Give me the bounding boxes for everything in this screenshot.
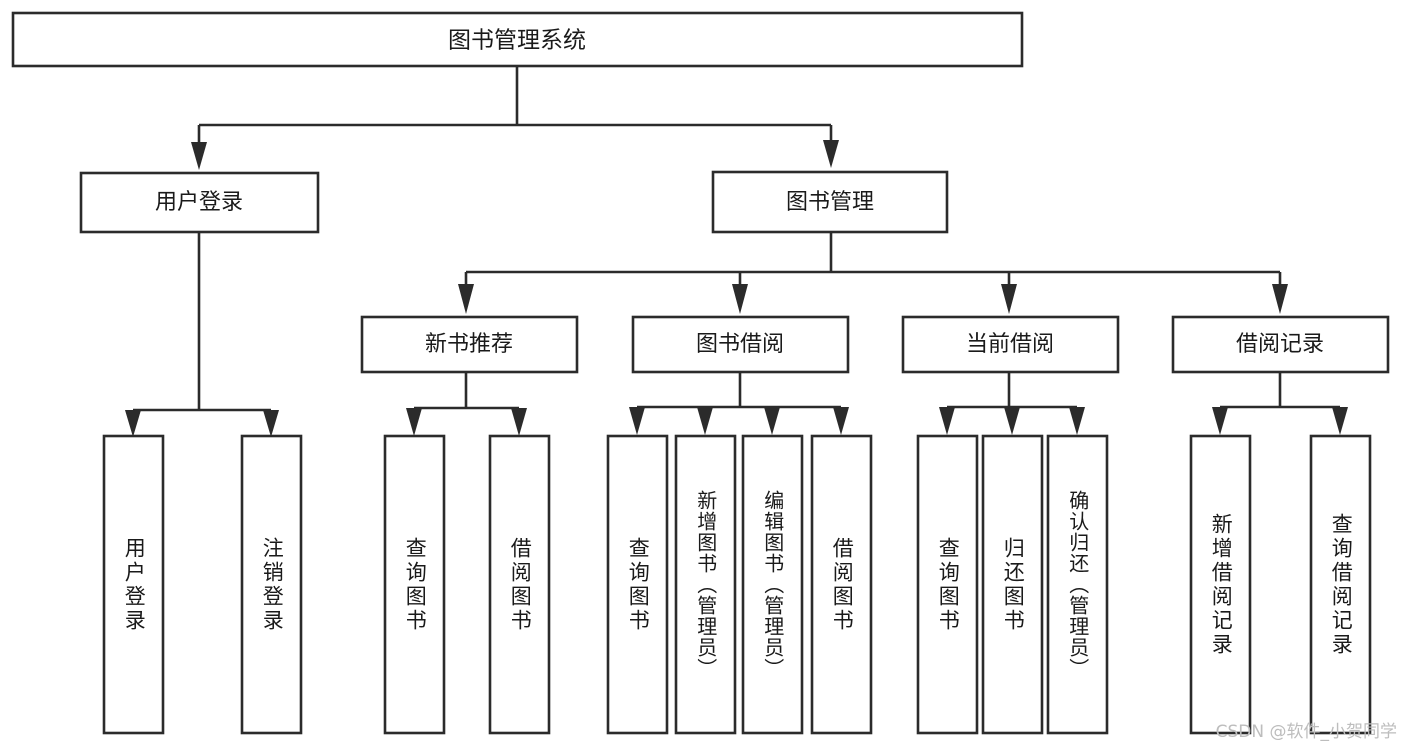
arrow-leaf-query-record <box>1332 407 1348 435</box>
leaf-label-confirm-return[interactable]: 确认归还（管理员） <box>1048 436 1107 733</box>
leaf-box-query-book-2[interactable] <box>606 434 669 735</box>
leaf-text-return-book: 归还图书 <box>1001 536 1026 633</box>
node-current-borrow[interactable]: 当前借阅 <box>901 315 1120 374</box>
leaf-text-query-record: 查询借阅记录 <box>1329 512 1354 657</box>
leaf-box-borrow-book-2[interactable] <box>810 434 873 735</box>
leaf-text-add-book: 新增图书（管理员） <box>693 490 718 679</box>
arrow-leaf-add-book <box>697 407 713 435</box>
leaf-box-confirm-return[interactable] <box>1046 434 1109 735</box>
leaf-box-edit-book[interactable] <box>741 434 804 735</box>
leaf-box-add-book[interactable] <box>674 434 737 735</box>
arrow-book-management <box>823 140 839 168</box>
arrow-borrow-record <box>1272 284 1288 314</box>
node-root[interactable]: 图书管理系统 <box>11 11 1024 68</box>
leaf-text-borrow-book-1: 借阅图书 <box>508 536 533 633</box>
arrow-new-book-recommend <box>458 284 474 314</box>
leaf-box-query-book-3[interactable] <box>916 434 979 735</box>
arrow-leaf-user-logout <box>263 410 279 437</box>
arrow-leaf-query-book-1 <box>406 408 422 436</box>
leaf-text-confirm-return: 确认归还（管理员） <box>1065 490 1090 679</box>
new-book-recommend-label: 新书推荐 <box>425 332 513 357</box>
leaf-label-user-login[interactable]: 用户登录 <box>104 436 163 733</box>
user-login-label: 用户登录 <box>155 190 243 215</box>
leaf-box-add-record[interactable] <box>1189 434 1252 735</box>
leaf-box-user-login[interactable] <box>102 434 165 735</box>
current-borrow-label: 当前借阅 <box>966 332 1054 357</box>
leaf-label-add-book[interactable]: 新增图书（管理员） <box>676 436 735 733</box>
arrow-leaf-add-record <box>1212 407 1228 435</box>
root-label: 图书管理系统 <box>448 28 586 54</box>
leaf-label-borrow-book-2[interactable]: 借阅图书 <box>812 436 871 733</box>
leaf-text-user-login: 用户登录 <box>122 536 147 633</box>
watermark: CSDN @软件_小贺同学 <box>1215 722 1397 742</box>
node-book-management[interactable]: 图书管理 <box>711 170 949 234</box>
arrow-current-borrow <box>1001 284 1017 314</box>
new-book-recommend-box[interactable] <box>360 315 579 374</box>
leaf-text-add-record: 新增借阅记录 <box>1209 512 1234 657</box>
arrow-leaf-edit-book <box>764 407 780 435</box>
book-borrow-label: 图书借阅 <box>696 332 784 357</box>
arrow-leaf-confirm-return <box>1069 407 1085 435</box>
node-user-login[interactable]: 用户登录 <box>79 171 320 234</box>
leaf-box-borrow-book-1[interactable] <box>488 434 551 735</box>
leaf-text-query-book-3: 查询图书 <box>936 536 961 633</box>
borrow-record-label: 借阅记录 <box>1236 332 1324 357</box>
arrow-leaf-return-book <box>1004 407 1020 435</box>
book-management-box[interactable] <box>711 170 949 234</box>
book-management-label: 图书管理 <box>786 190 874 215</box>
leaf-label-query-book-1[interactable]: 查询图书 <box>385 436 444 733</box>
arrow-leaf-borrow-book-2 <box>833 407 849 435</box>
leaf-box-query-book-1[interactable] <box>383 434 446 735</box>
leaf-label-query-book-2[interactable]: 查询图书 <box>608 436 667 733</box>
node-book-borrow[interactable]: 图书借阅 <box>631 315 850 374</box>
leaf-label-edit-book[interactable]: 编辑图书（管理员） <box>743 436 802 733</box>
leaf-label-borrow-book-1[interactable]: 借阅图书 <box>490 436 549 733</box>
leaf-label-add-record[interactable]: 新增借阅记录 <box>1191 436 1250 733</box>
arrow-leaf-query-book-2 <box>629 407 645 435</box>
leaf-text-borrow-book-2: 借阅图书 <box>830 536 855 633</box>
connector-layer <box>125 66 1348 437</box>
arrow-leaf-borrow-book-1 <box>511 408 527 436</box>
root-box[interactable] <box>11 11 1024 68</box>
user-login-box[interactable] <box>79 171 320 234</box>
arrow-leaf-query-book-3 <box>939 407 955 435</box>
arrow-book-borrow <box>732 284 748 314</box>
node-borrow-record[interactable]: 借阅记录 <box>1171 315 1390 374</box>
current-borrow-box[interactable] <box>901 315 1120 374</box>
leaf-text-query-book-2: 查询图书 <box>626 536 651 633</box>
leaf-label-user-logout[interactable]: 注销登录 <box>242 436 301 733</box>
leaf-text-user-logout: 注销登录 <box>260 536 285 633</box>
arrow-leaf-user-login <box>125 410 141 437</box>
book-borrow-box[interactable] <box>631 315 850 374</box>
leaf-box-query-record[interactable] <box>1309 434 1372 735</box>
leaf-label-query-book-3[interactable]: 查询图书 <box>918 436 977 733</box>
node-new-book-recommend[interactable]: 新书推荐 <box>360 315 579 374</box>
leaf-label-query-record[interactable]: 查询借阅记录 <box>1311 436 1370 733</box>
arrow-user-login <box>191 142 207 170</box>
leaf-label-return-book[interactable]: 归还图书 <box>983 436 1042 733</box>
leaf-box-return-book[interactable] <box>981 434 1044 735</box>
leaf-box-user-logout[interactable] <box>240 434 303 735</box>
borrow-record-box[interactable] <box>1171 315 1390 374</box>
leaf-text-edit-book: 编辑图书（管理员） <box>760 490 785 679</box>
leaf-text-query-book-1: 查询图书 <box>403 536 428 633</box>
leaf-box-layer <box>102 434 1372 735</box>
